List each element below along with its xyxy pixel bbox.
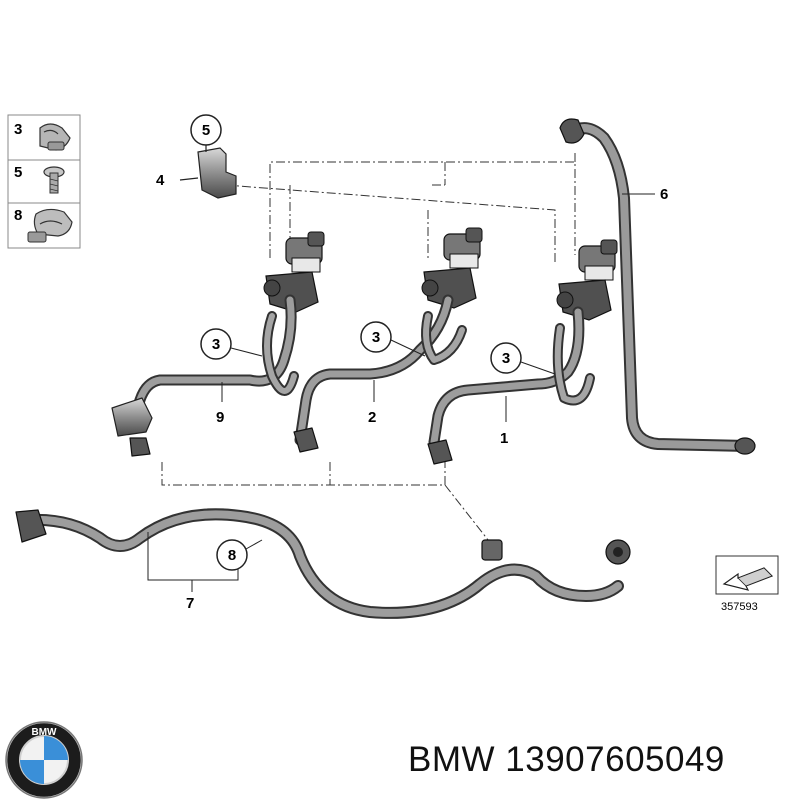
svg-text:9: 9: [216, 409, 224, 426]
label-7: 7: [186, 595, 194, 612]
label-6: 6: [660, 186, 668, 203]
leader-lines: [161, 150, 576, 546]
part-caption: BMW 13907605049: [408, 740, 725, 780]
svg-text:1: 1: [500, 430, 508, 447]
svg-text:4: 4: [156, 172, 165, 189]
legend-number-8: 8: [14, 207, 22, 224]
hose-part-7: [15, 508, 631, 619]
hose-part-2: [293, 294, 467, 453]
svg-text:6: 6: [660, 186, 668, 203]
valve-middle: [421, 227, 483, 309]
bracket-part-4: [179, 145, 237, 199]
caption-part-number: 13907605049: [505, 740, 725, 779]
callout-3-middle: 3: [360, 321, 426, 357]
hose-part-9: [111, 294, 299, 457]
arrow-down-left-icon: [722, 567, 774, 591]
svg-text:5: 5: [202, 122, 210, 139]
valve-left: [263, 231, 325, 313]
hose-part-6: [559, 118, 756, 455]
svg-text:8: 8: [228, 547, 236, 564]
hose-part-1: [427, 306, 595, 465]
svg-text:3: 3: [372, 329, 380, 346]
callout-3-left: 3: [200, 328, 263, 360]
logo-letters: BMW: [32, 727, 58, 738]
label-9: 9: [216, 382, 224, 426]
svg-text:7: 7: [186, 595, 194, 612]
legend-number-3: 3: [14, 121, 22, 138]
bmw-logo: BMW: [4, 720, 84, 800]
bolt-screw-icon: [43, 166, 65, 194]
label-4: 4: [156, 172, 165, 189]
reference-number: 357593: [721, 601, 758, 613]
reference-box: 357593: [715, 555, 779, 613]
bracket-line-7: [147, 532, 239, 592]
bmw-roundel-icon: BMW: [5, 721, 83, 799]
svg-text:2: 2: [368, 409, 376, 426]
valve-right: [556, 239, 618, 321]
callout-3-right: 3: [490, 342, 556, 375]
legend-box: 3 5 8: [7, 114, 81, 249]
caption-brand: BMW: [408, 740, 496, 779]
legend-number-5: 5: [14, 164, 22, 181]
svg-text:3: 3: [212, 336, 220, 353]
clamp-clip-icon: [39, 123, 71, 151]
svg-text:3: 3: [502, 350, 510, 367]
callout-8: 8: [216, 539, 263, 571]
label-1: 1: [500, 396, 508, 447]
callout-5: 5: [190, 114, 222, 146]
double-clip-icon: [27, 208, 73, 243]
label-2: 2: [368, 380, 376, 426]
